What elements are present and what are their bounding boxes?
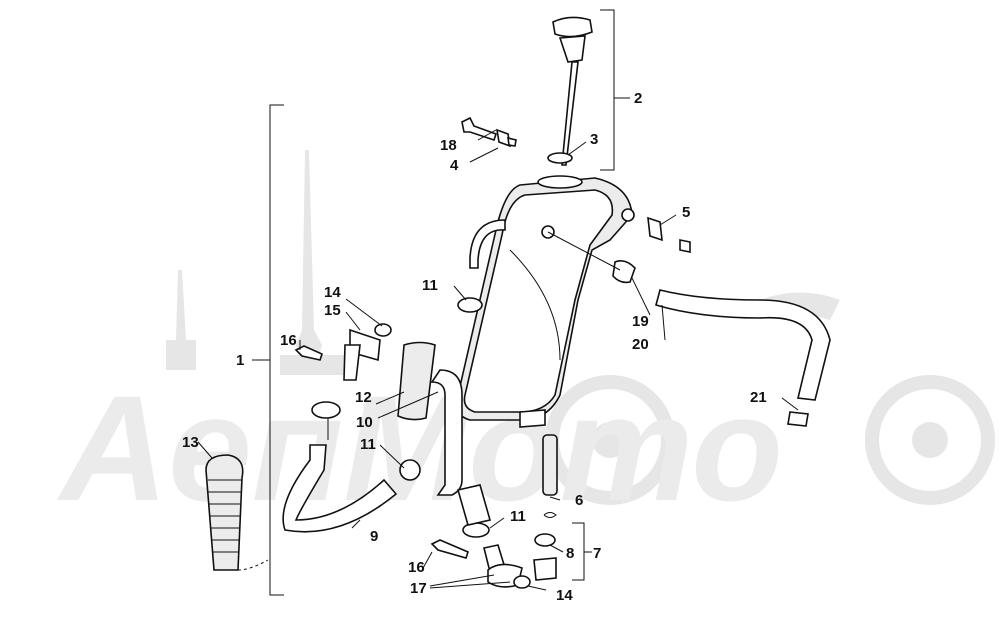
callout-18: 18 — [440, 137, 457, 154]
hose-13 — [205, 454, 269, 571]
callout-16-b: 16 — [408, 559, 425, 576]
grommet-5 — [647, 216, 691, 253]
clamp-11-d — [462, 522, 490, 538]
clip-21 — [787, 411, 809, 427]
callout-labels: 1 2 3 4 5 6 7 8 9 10 11 11 11 11 12 13 1… — [182, 90, 767, 604]
bracket-1 — [252, 104, 284, 596]
o-ring-3 — [547, 152, 573, 164]
callout-2: 2 — [634, 90, 642, 107]
dipstick — [552, 16, 593, 166]
washer-8 — [534, 533, 556, 547]
callout-14-b: 14 — [556, 587, 573, 604]
bracket-2 — [600, 9, 630, 171]
callout-4: 4 — [450, 157, 459, 174]
callout-19: 19 — [632, 313, 649, 330]
drain-plug-7 — [533, 557, 557, 581]
lower-fitting-17 — [456, 484, 531, 589]
bolt-16-bottom — [430, 539, 469, 559]
grommet-4 — [495, 128, 517, 148]
callout-10: 10 — [356, 414, 373, 431]
hose-9 — [282, 444, 398, 533]
callout-11-b: 11 — [360, 436, 376, 453]
callout-20: 20 — [632, 336, 649, 353]
callout-1: 1 — [236, 352, 244, 369]
callout-15: 15 — [324, 302, 341, 319]
callout-17: 17 — [410, 580, 427, 597]
leader-lines — [197, 129, 799, 591]
callout-21: 21 — [750, 389, 767, 406]
callout-6: 6 — [575, 492, 583, 509]
bolt-18 — [461, 116, 498, 142]
oil-tank — [455, 175, 635, 428]
callout-8: 8 — [566, 545, 574, 562]
clamp-11-a — [311, 401, 341, 419]
bracket-7 — [572, 522, 592, 581]
clamp-19 — [547, 231, 636, 284]
callout-9: 9 — [370, 528, 378, 545]
hose-10 — [430, 369, 463, 496]
callout-5: 5 — [682, 204, 690, 221]
callout-16-a: 16 — [280, 332, 297, 349]
callout-11-c: 11 — [510, 508, 526, 525]
clamp-11-c — [399, 459, 421, 481]
sleeve-12 — [397, 341, 436, 421]
callout-14-a: 14 — [324, 284, 341, 301]
callout-3: 3 — [590, 131, 598, 148]
callout-13: 13 — [182, 434, 199, 451]
callout-12: 12 — [355, 389, 372, 406]
callout-7: 7 — [593, 545, 601, 562]
bolt-16-top — [294, 345, 323, 361]
filter-6 — [542, 434, 558, 518]
callout-11-a: 11 — [422, 277, 438, 294]
hose-20 — [655, 289, 831, 401]
fitting-15 — [343, 323, 392, 381]
clamp-11-b — [457, 297, 483, 313]
